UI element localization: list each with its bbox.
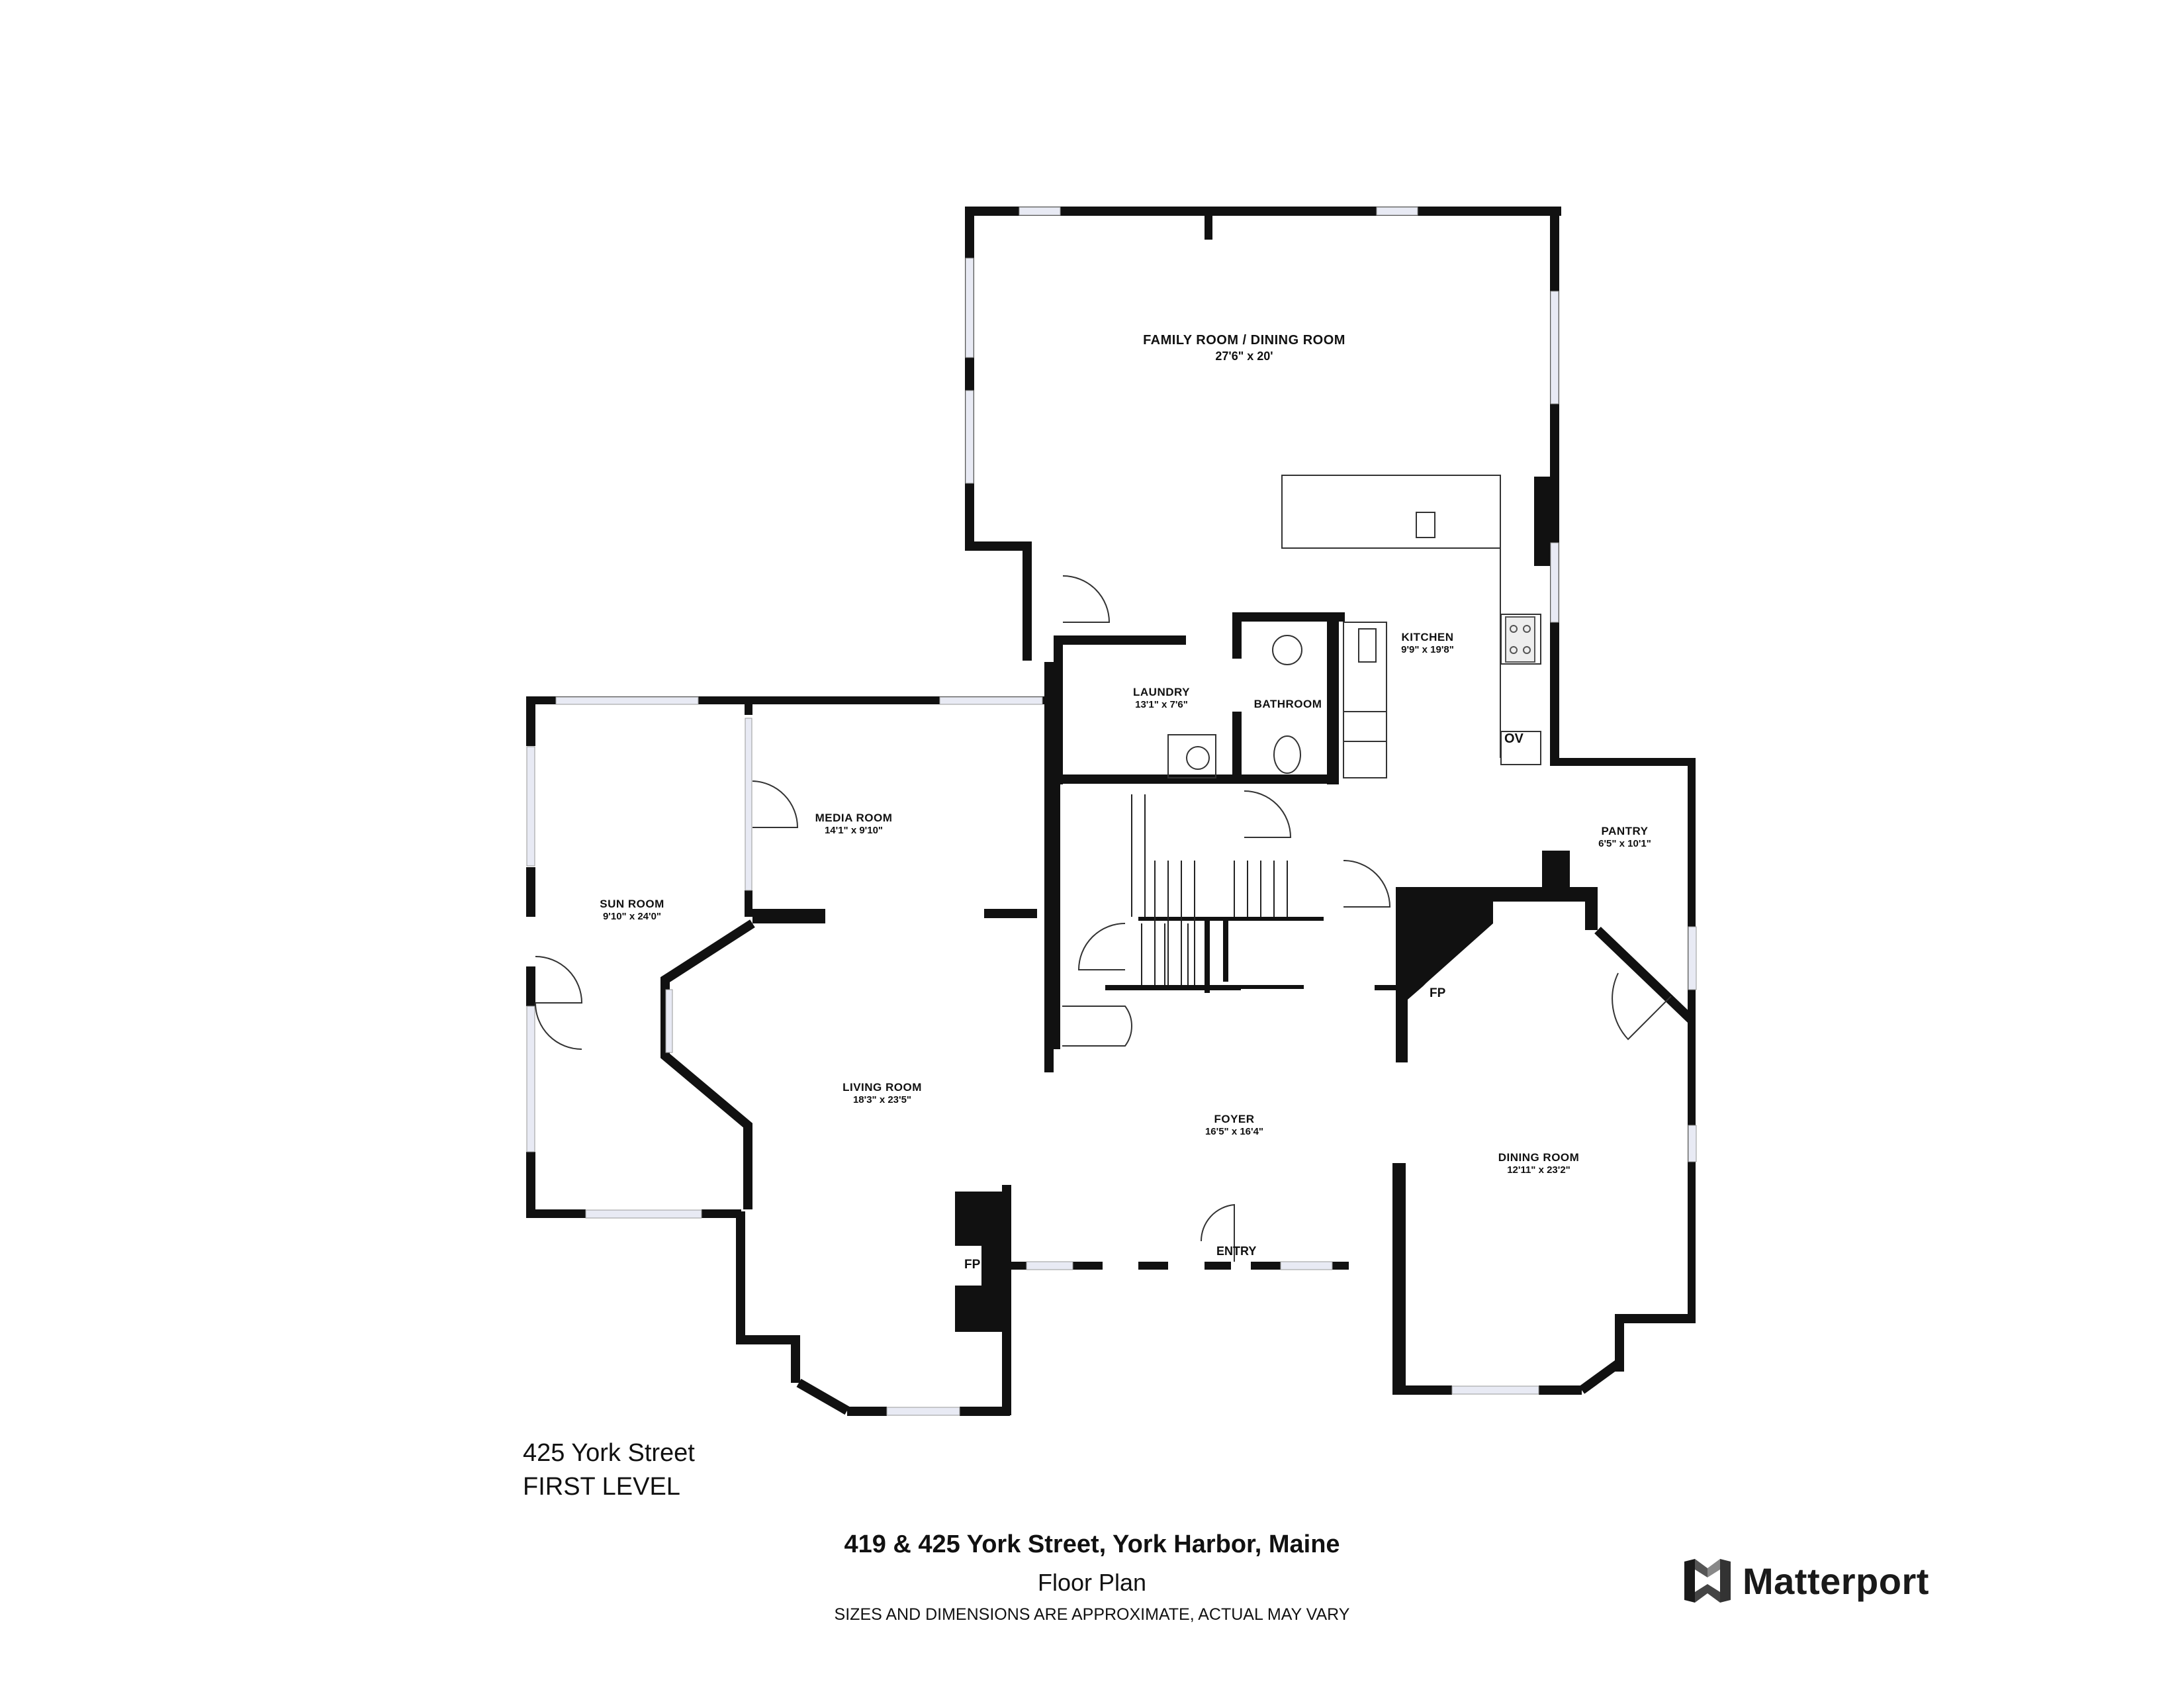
room-kitchen: KITCHEN 9'9" x 19'8" — [1401, 630, 1454, 657]
room-dimensions: 14'1" x 9'10" — [824, 825, 884, 837]
room-bathroom: BATHROOM — [1254, 697, 1322, 711]
matterport-logo: Matterport — [1684, 1559, 1929, 1603]
room-dimensions: 27'6" x 20' — [1215, 350, 1273, 363]
room-dimensions: 9'9" x 19'8" — [1401, 644, 1454, 656]
fireplace-label-dining: FP — [1430, 986, 1446, 1000]
room-name: PANTRY — [1601, 825, 1649, 837]
fixture-lines — [535, 475, 1672, 1262]
room-name: KITCHEN — [1401, 631, 1454, 643]
level-title: 425 York Street — [523, 1439, 695, 1467]
stair-treads — [1131, 794, 1288, 985]
room-dimensions: 9'10" x 24'0" — [602, 911, 662, 923]
room-dining: DINING ROOM 12'11" x 23'2" — [1498, 1150, 1580, 1177]
room-name: BATHROOM — [1253, 698, 1322, 710]
matterport-logo-icon — [1684, 1559, 1731, 1603]
room-foyer: FOYER 16'5" x 16'4" — [1205, 1112, 1263, 1139]
oven-label: OV — [1504, 731, 1524, 746]
walls — [526, 207, 1696, 1416]
plan-subtitle: Floor Plan — [1037, 1569, 1147, 1596]
room-laundry: LAUNDRY 13'1" x 7'6" — [1133, 685, 1190, 712]
diagonal-walls — [660, 919, 1694, 1415]
brand-name: Matterport — [1743, 1560, 1929, 1602]
windows — [526, 207, 1697, 1416]
room-name: FAMILY ROOM / DINING ROOM — [1143, 333, 1345, 348]
room-media: MEDIA ROOM 14'1" x 9'10" — [815, 811, 893, 837]
room-dimensions: 16'5" x 16'4" — [1205, 1126, 1264, 1138]
room-name: LIVING ROOM — [842, 1081, 922, 1094]
level-name: FIRST LEVEL — [523, 1473, 680, 1501]
room-name: LAUNDRY — [1133, 686, 1190, 698]
stove-icon — [1505, 616, 1535, 663]
room-dimensions: 6'5" x 10'1" — [1598, 838, 1651, 850]
room-dimensions: 18'3" x 23'5" — [852, 1094, 912, 1106]
room-dimensions: 13'1" x 7'6" — [1135, 699, 1188, 711]
room-pantry: PANTRY 6'5" x 10'1" — [1598, 824, 1651, 851]
room-living: LIVING ROOM 18'3" x 23'5" — [842, 1080, 922, 1107]
room-dimensions: 12'11" x 23'2" — [1507, 1164, 1570, 1176]
room-family-dining: FAMILY ROOM / DINING ROOM 27'6" x 20' — [1143, 332, 1345, 364]
property-address: 419 & 425 York Street, York Harbor, Main… — [844, 1530, 1340, 1558]
room-name: SUN ROOM — [600, 898, 664, 910]
room-name: FOYER — [1214, 1113, 1255, 1125]
room-sun: SUN ROOM 9'10" x 24'0" — [600, 897, 664, 923]
entry-label: ENTRY — [1216, 1244, 1257, 1258]
level-info: 425 York Street FIRST LEVEL — [523, 1436, 695, 1505]
disclaimer: SIZES AND DIMENSIONS ARE APPROXIMATE, AC… — [834, 1605, 1350, 1624]
room-name: MEDIA ROOM — [815, 812, 893, 824]
room-name: DINING ROOM — [1498, 1151, 1580, 1164]
fireplace-label-living: FP — [964, 1258, 981, 1272]
